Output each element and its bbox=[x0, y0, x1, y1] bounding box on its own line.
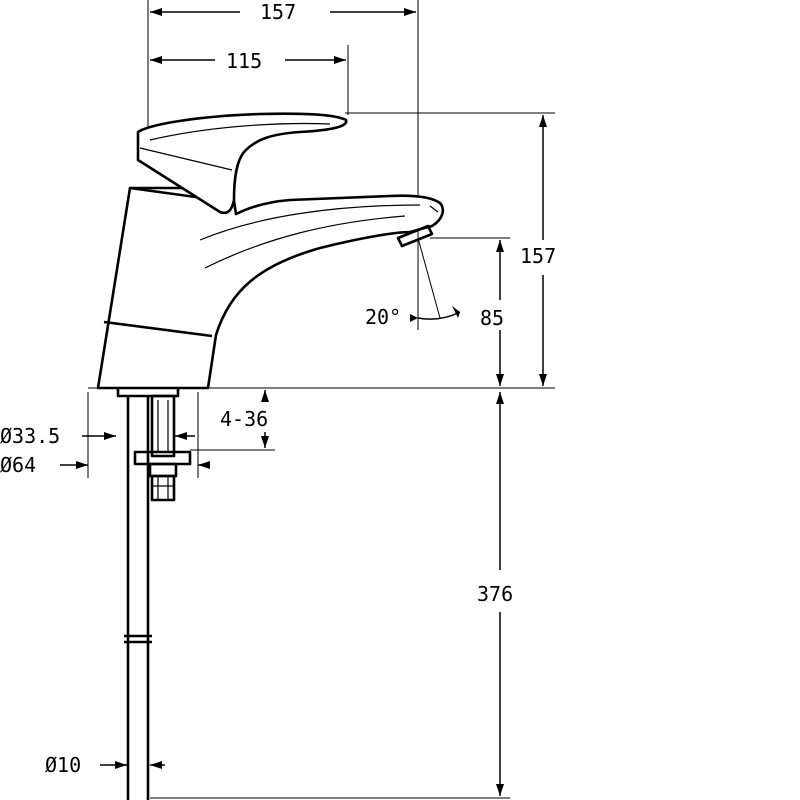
dimension-spout-height: 85 bbox=[480, 240, 504, 386]
dimension-overall-height: 157 bbox=[520, 115, 556, 386]
dimension-spout-angle: 20° bbox=[365, 237, 461, 329]
dim-hole-diameter-label: Ø33.5 bbox=[0, 424, 60, 448]
dim-spout-height-label: 85 bbox=[480, 306, 504, 330]
dimension-hole-diameter: Ø33.5 bbox=[0, 424, 195, 448]
dimension-hose-length: 376 bbox=[477, 392, 513, 796]
dimension-overall-width: 157 bbox=[150, 0, 416, 24]
dim-hose-diameter-label: Ø10 bbox=[45, 753, 81, 777]
dimension-hose-diameter: Ø10 bbox=[45, 753, 165, 777]
dim-spout-angle-label: 20° bbox=[365, 305, 401, 329]
dim-overall-height-label: 157 bbox=[520, 244, 556, 268]
dimension-base-diameter: Ø64 bbox=[0, 453, 210, 477]
dimension-mounting-thickness: 4-36 bbox=[220, 390, 269, 448]
dim-overall-width-label: 157 bbox=[260, 0, 296, 24]
lever-handle bbox=[136, 112, 348, 215]
faucet-body bbox=[96, 186, 445, 390]
dimension-handle-reach: 115 bbox=[150, 49, 346, 73]
dim-hose-length-label: 376 bbox=[477, 582, 513, 606]
flexible-hose bbox=[124, 395, 152, 800]
mounting-hardware bbox=[116, 388, 192, 502]
dim-handle-reach-label: 115 bbox=[226, 49, 262, 73]
dim-base-diameter-label: Ø64 bbox=[0, 453, 36, 477]
dim-mounting-thickness-label: 4-36 bbox=[220, 407, 268, 431]
